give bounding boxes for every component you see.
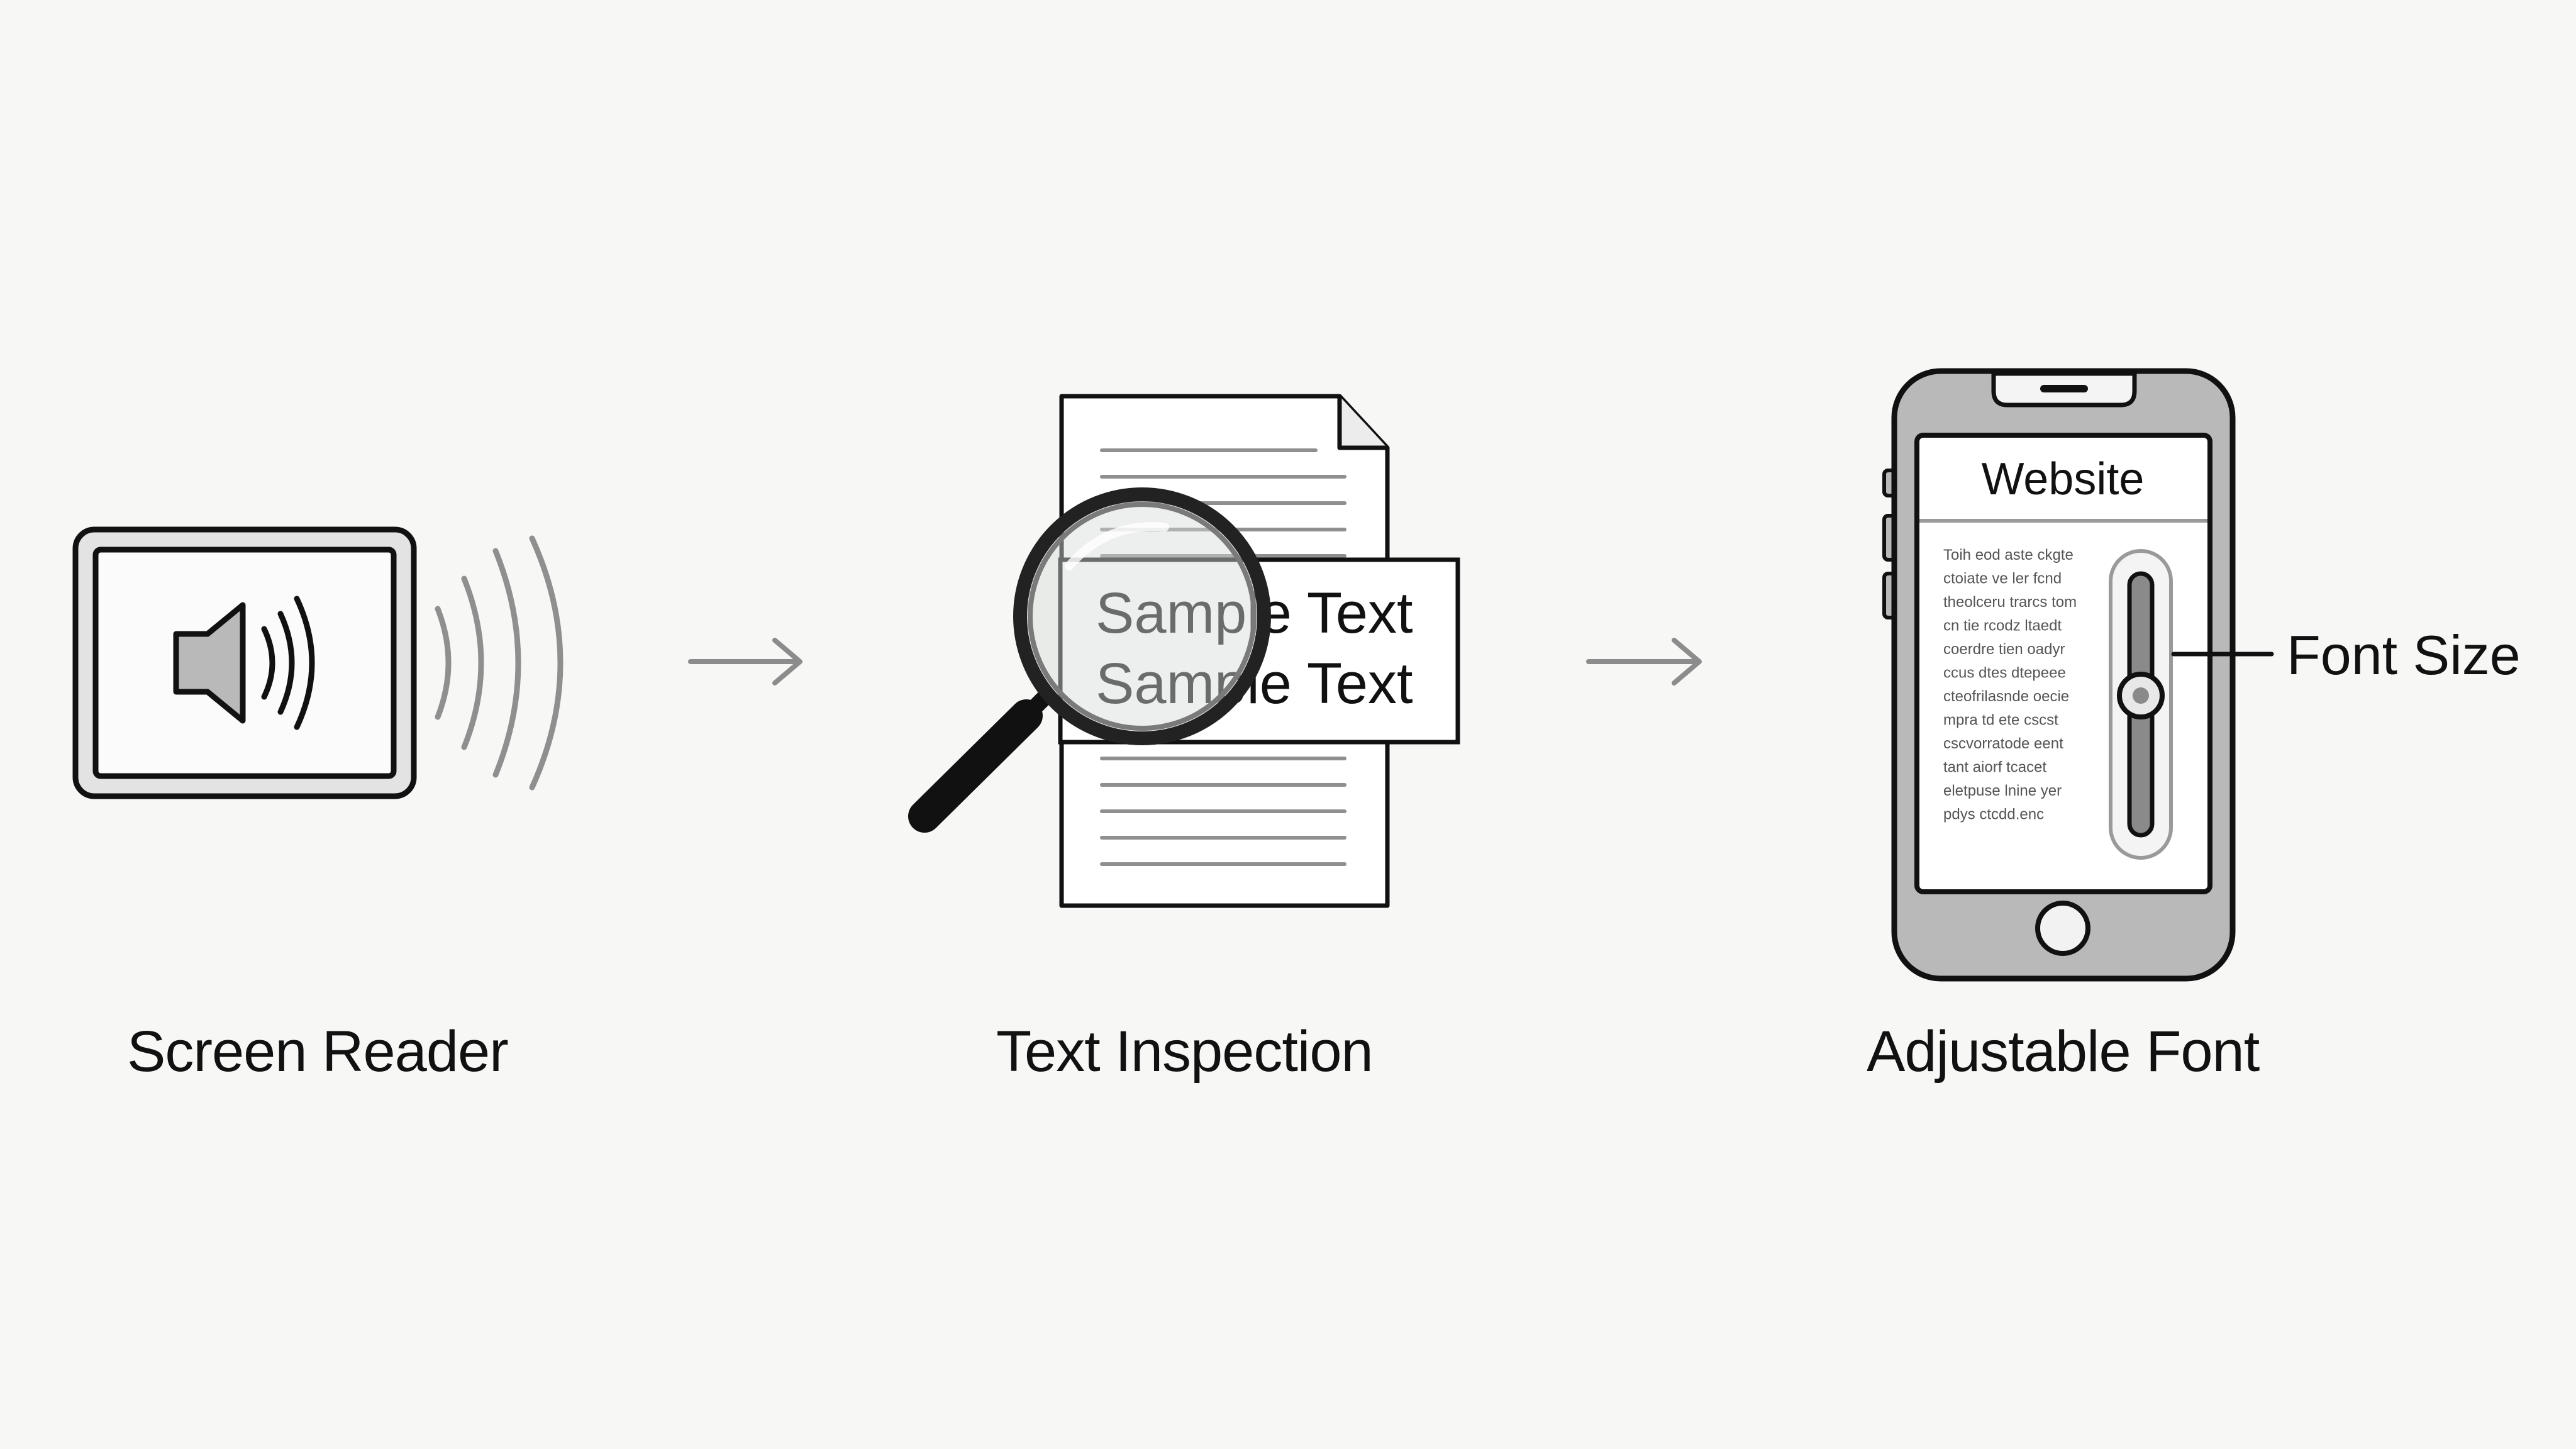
website-body-line: cn tie rcodz ltaedt <box>1943 618 2062 635</box>
website-body-line: ctoiate ve ler fcnd <box>1943 570 2062 587</box>
website-body-line: cscvorratode eent <box>1943 735 2063 752</box>
step-label-adjustable-font: Adjustable Font <box>1867 1019 2260 1084</box>
magnifier-icon <box>908 487 1271 833</box>
website-body-line: mpra td ete cscst <box>1943 712 2058 729</box>
sound-waves-icon <box>435 535 564 791</box>
website-body-line: cteofrilasnde oecie <box>1943 688 2069 705</box>
website-body-line: Toih eod aste ckgte <box>1943 547 2074 564</box>
speaker-icon <box>72 526 417 799</box>
website-body-line: ccus dtes dtepeee <box>1943 665 2066 682</box>
arrow-right-icon <box>1586 638 1702 686</box>
website-body-line: pdys ctcdd.enc <box>1943 806 2044 823</box>
font-size-slider[interactable] <box>2109 549 2173 860</box>
step-label-screen-reader: Screen Reader <box>127 1019 509 1084</box>
website-body-line: theolceru trarcs tom <box>1943 594 2077 611</box>
website-body-line: tant aiorf tcacet <box>1943 759 2046 776</box>
arrow-right-icon <box>688 638 802 686</box>
website-body-line: coerdre tien oadyr <box>1943 641 2065 658</box>
step-label-text-inspection: Text Inspection <box>996 1019 1374 1084</box>
website-body-text: Toih eod aste ckgte ctoiate ve ler fcnd th… <box>1943 547 2077 823</box>
font-size-label: Font Size <box>2287 624 2521 686</box>
website-title: Website <box>1982 454 2145 504</box>
website-body-line: eletpuse lnine yer <box>1943 782 2062 799</box>
